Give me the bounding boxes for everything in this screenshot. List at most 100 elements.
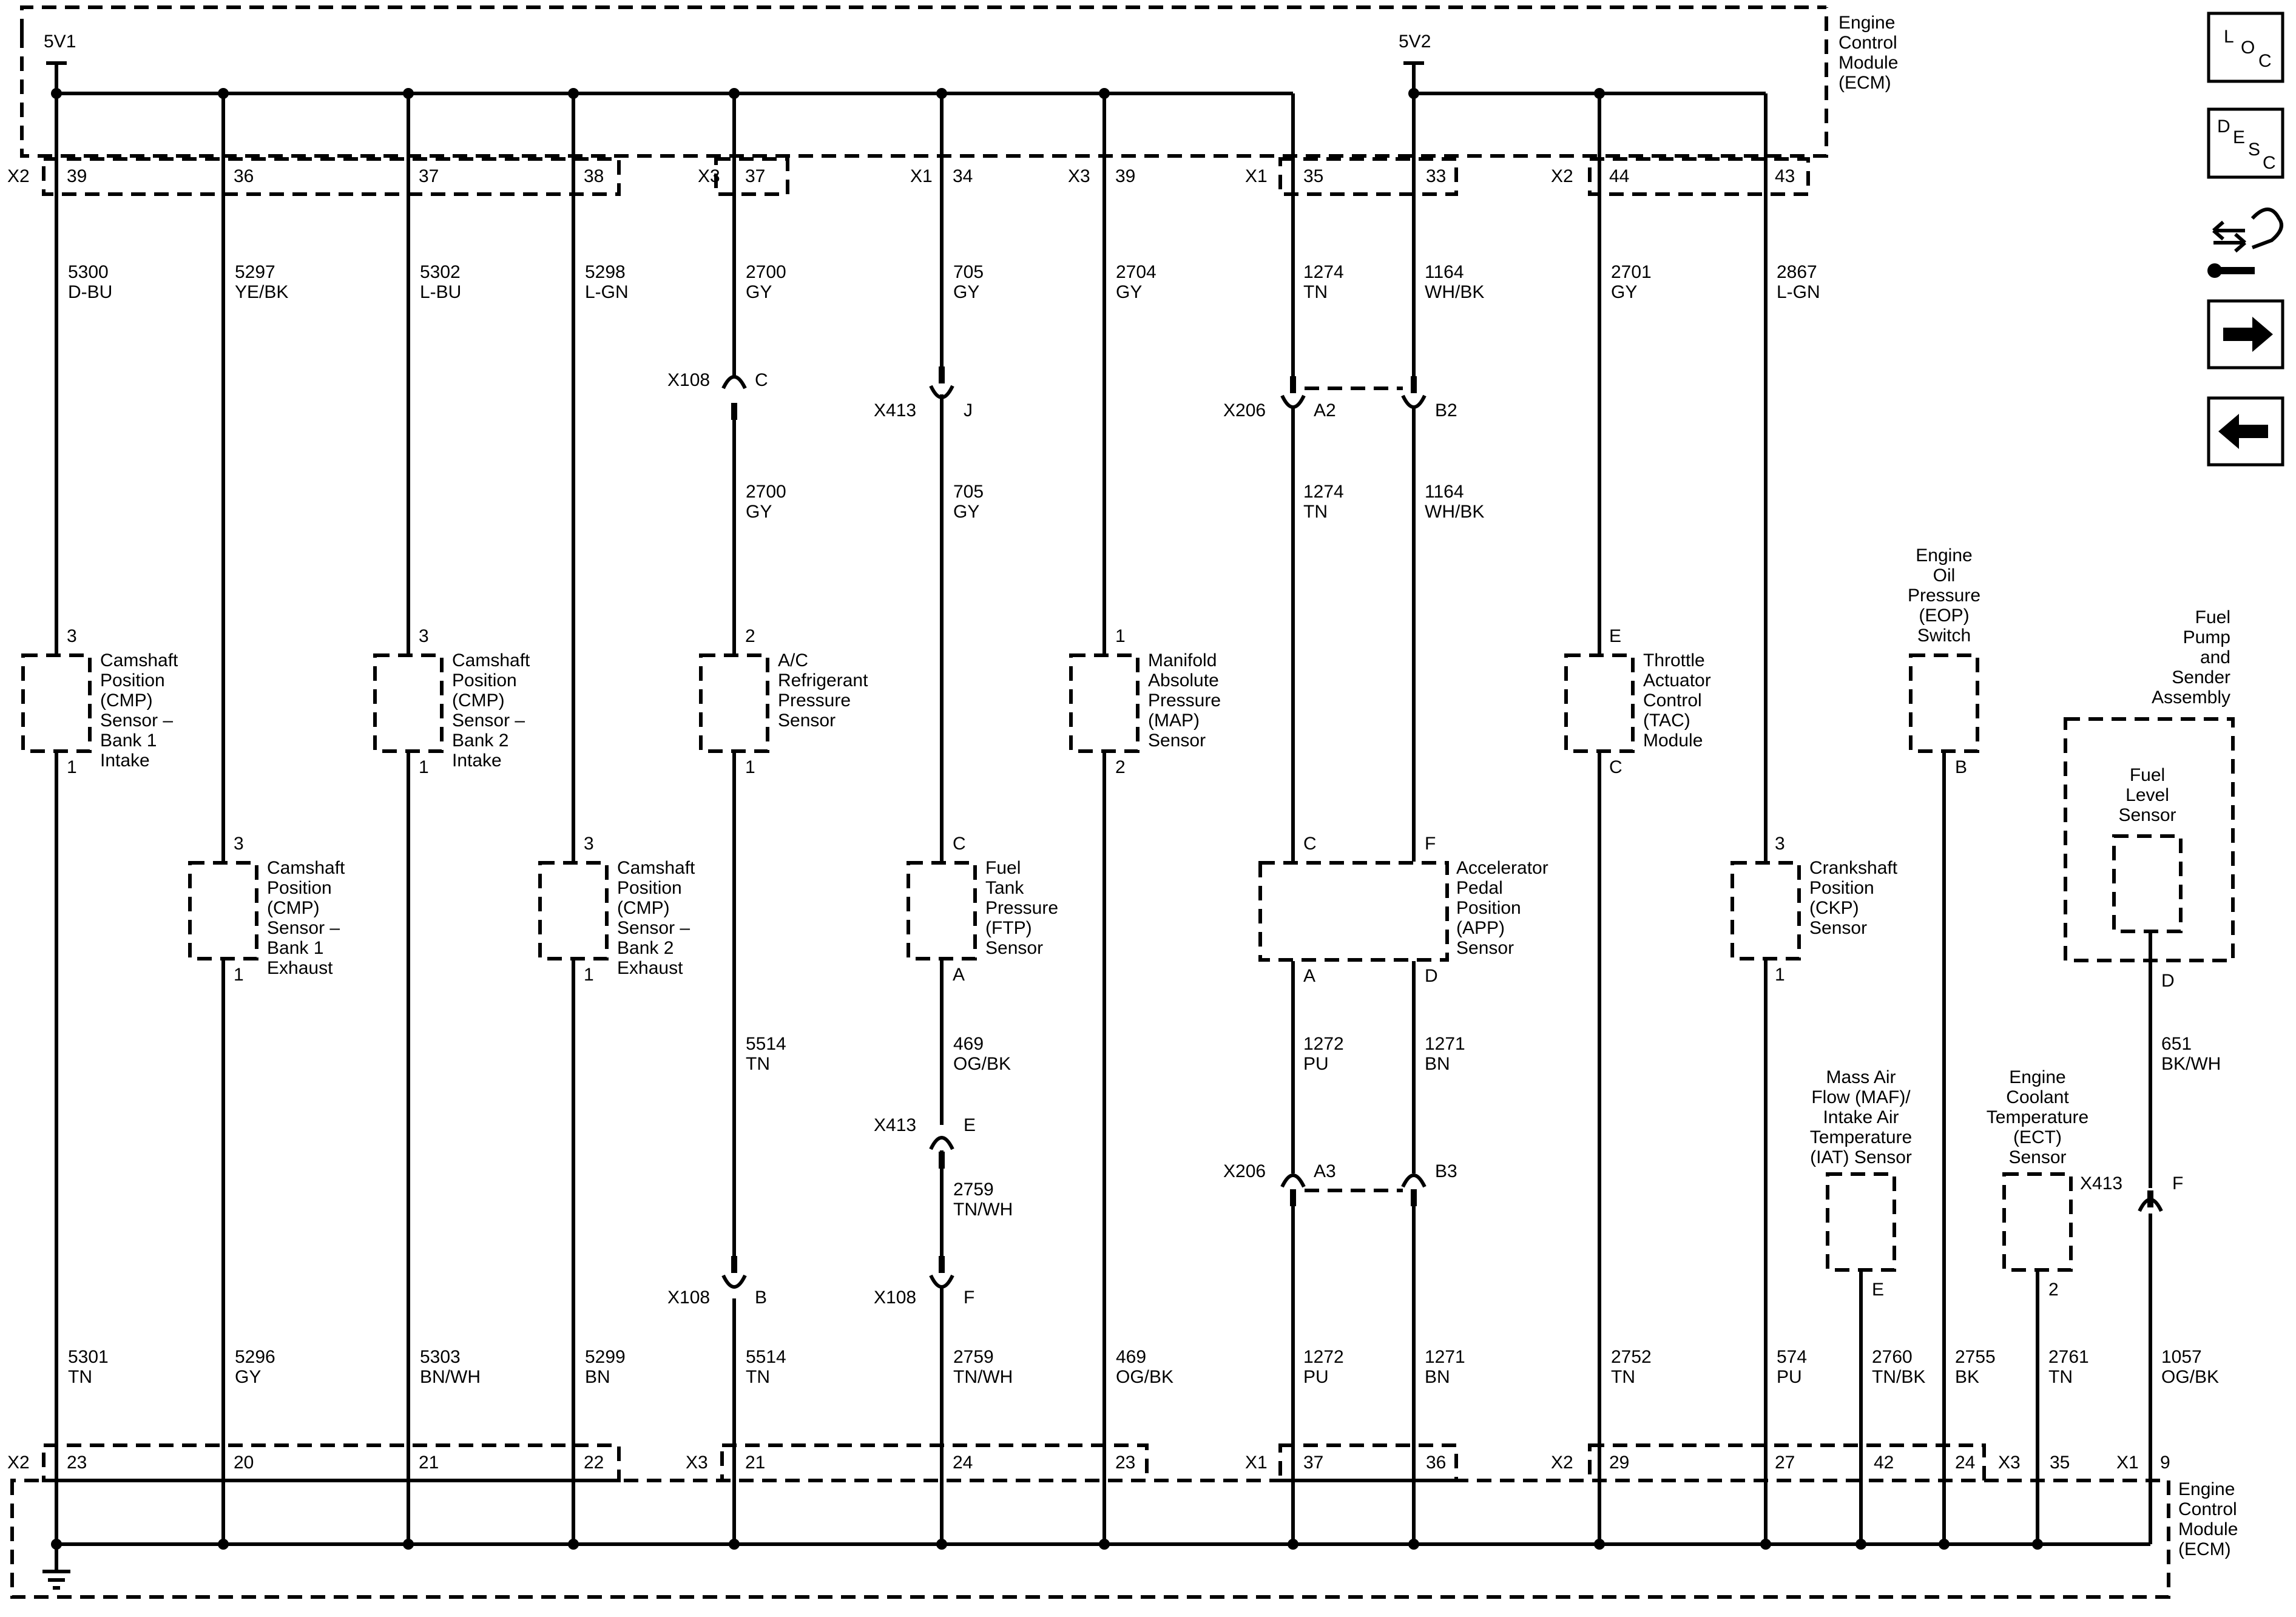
c3-num: 5302 [420,262,461,282]
c11-bot-color: PU [1777,1367,1802,1387]
c8-bot-num: 1272 [1303,1347,1344,1367]
c10-bot-color: TN [1611,1367,1635,1387]
svg-text:Oil: Oil [1933,565,1956,586]
c5-lower-num: 5514 [746,1034,786,1054]
svg-text:Position: Position [1809,878,1874,898]
fuel-level-sensor [2112,834,2183,933]
ecm-top-label-4: (ECM) [1838,73,1891,93]
ckp-pin3: 3 [1775,834,1785,854]
svg-text:O: O [2241,38,2255,58]
c4-bot-color: BN [585,1367,610,1387]
fuellevel-label: Fuel Level Sensor [2118,765,2176,825]
tac-pin-e: E [1609,626,1621,646]
bot-pin-c13: 24 [1955,1453,1975,1473]
accelerator-pedal-position-sensor [1258,861,1449,962]
tac-label: Throttle Actuator Control (TAC) Module [1643,650,1711,751]
c3-bot-num: 5303 [420,1347,461,1367]
ref-5v1-label: 5V1 [44,32,76,52]
svg-text:Sensor –: Sensor – [267,918,340,938]
svg-text:Bank 2: Bank 2 [617,938,674,958]
tac-pin-c: C [1609,757,1622,777]
app-pin-f: F [1425,834,1436,854]
x108-connector-bottom [721,1256,954,1289]
c9-color: WH/BK [1425,282,1484,302]
c8-mid-color: TN [1303,502,1328,522]
svg-text:(CKP): (CKP) [1809,898,1859,918]
svg-text:Engine: Engine [2009,1067,2065,1087]
x108-pin-c: C [755,370,768,390]
svg-text:Sensor: Sensor [1456,938,1514,958]
c13-bot-color: BK [1955,1367,1979,1387]
svg-text:D: D [2217,116,2230,137]
app-pin-d: D [1425,966,1438,986]
cmp-b2e-pin1: 1 [584,965,594,985]
svg-text:Control: Control [1643,690,1702,711]
location-button[interactable]: L O C [2207,12,2284,83]
svg-text:Bank 1: Bank 1 [267,938,323,958]
c4-bot-num: 5299 [585,1347,626,1367]
svg-text:Sensor: Sensor [2008,1147,2066,1167]
x413-connector-top [929,366,954,399]
bot-connector-x2-group [42,1443,621,1482]
svg-text:Pressure: Pressure [778,690,851,711]
x413-pin-f: F [2172,1173,2183,1193]
previous-page-button[interactable] [2207,396,2284,467]
svg-text:Exhaust: Exhaust [617,958,683,978]
x206-label-bottom: X206 [1223,1161,1266,1181]
c6-mid-color: GY [953,502,979,522]
x206-pin-a3: A3 [1314,1161,1336,1181]
ecm-bottom-label-4: (ECM) [2178,1539,2231,1559]
x413-label-fuel: X413 [2080,1173,2122,1193]
next-page-button[interactable] [2207,299,2284,370]
ac-refrigerant-pressure-sensor [699,653,769,753]
app-pin-a: A [1303,966,1315,986]
svg-text:Pressure: Pressure [1908,586,1980,606]
c6-bot-color: TN/WH [953,1367,1013,1387]
svg-text:Refrigerant: Refrigerant [778,670,868,690]
description-button[interactable]: D E S C [2207,107,2284,179]
cmp-b1i-pin1: 1 [67,757,77,777]
c8-mid-num: 1274 [1303,482,1344,502]
svg-text:Position: Position [1456,898,1521,918]
connector-repair-icon[interactable] [2207,208,2283,278]
c11-color: L-GN [1777,282,1820,302]
ecm-bottom-label-2: Control [2178,1499,2237,1519]
ground-icon [42,1570,70,1590]
svg-text:Fuel: Fuel [2195,607,2230,627]
c11-num: 2867 [1777,262,1817,282]
svg-text:E: E [2233,127,2245,147]
svg-text:Pressure: Pressure [985,898,1058,918]
svg-text:Camshaft: Camshaft [617,858,695,878]
svg-text:Assembly: Assembly [2152,687,2230,707]
cmp-b2i-pin1: 1 [419,757,429,777]
ac-pin2: 2 [745,626,755,646]
svg-text:Pump: Pump [2183,627,2230,647]
fuelpump-label: Fuel Pump and Sender Assembly [2152,607,2230,707]
cmp-b1e-pin3: 3 [234,834,244,854]
map-sensor [1069,653,1140,753]
svg-text:Fuel: Fuel [985,858,1021,878]
bot-pin-c5: 21 [745,1453,765,1473]
svg-text:(EOP): (EOP) [1919,606,1969,626]
maf-iat-sensor [1826,1172,1896,1272]
c7-bot-color: OG/BK [1116,1367,1173,1387]
svg-text:(CMP): (CMP) [452,690,505,711]
svg-text:(FTP): (FTP) [985,918,1032,938]
ecm-top-label-3: Module [1838,53,1898,73]
x206-connector-bottom [1280,1173,1427,1206]
svg-text:Fuel: Fuel [2130,765,2165,785]
ftp-pin-a: A [953,965,965,985]
svg-text:Sensor: Sensor [778,711,836,731]
svg-text:Manifold: Manifold [1148,650,1217,670]
ecm-top-label-1: Engine [1838,13,1895,33]
c10-bot-num: 2752 [1611,1347,1652,1367]
x108-pin-f: F [964,1288,974,1308]
c9-mid-color: WH/BK [1425,502,1484,522]
svg-text:Position: Position [267,878,332,898]
c8-color: TN [1303,282,1328,302]
eop-pin-b: B [1955,757,1967,777]
svg-text:Sensor: Sensor [2118,805,2176,825]
svg-text:Coolant: Coolant [2006,1087,2069,1107]
bot-connector-x2b-group [1588,1443,1986,1482]
top-x1-label: X1 [910,166,933,186]
